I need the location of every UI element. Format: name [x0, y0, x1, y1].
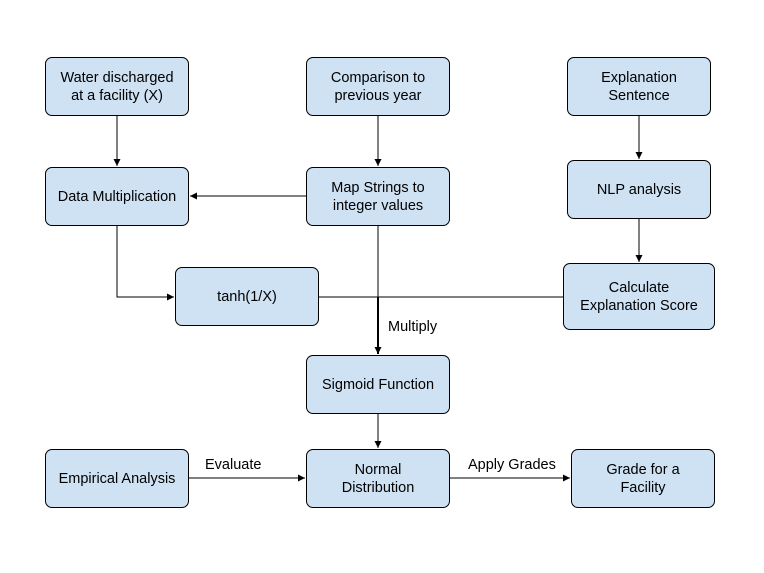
node-sigmoid-function: Sigmoid Function: [306, 355, 450, 414]
node-normal-distribution: Normal Distribution: [306, 449, 450, 508]
node-tanh: tanh(1/X): [175, 267, 319, 326]
edge-datamult-to-tanh: [116, 226, 174, 301]
node-explanation-sentence: Explanation Sentence: [567, 57, 711, 116]
node-empirical-analysis: Empirical Analysis: [45, 449, 189, 508]
edge-label-apply-grades: Apply Grades: [468, 457, 556, 473]
node-data-multiplication: Data Multiplication: [45, 167, 189, 226]
node-grade-for-facility: Grade for a Facility: [571, 449, 715, 508]
node-water-discharged: Water discharged at a facility (X): [45, 57, 189, 116]
edge-label-multiply: Multiply: [388, 319, 438, 335]
node-calculate-explanation-score: Calculate Explanation Score: [563, 263, 715, 330]
edge-label-evaluate: Evaluate: [205, 457, 262, 473]
node-nlp-analysis: NLP analysis: [567, 160, 711, 219]
node-map-strings: Map Strings to integer values: [306, 167, 450, 226]
node-comparison-previous-year: Comparison to previous year: [306, 57, 450, 116]
